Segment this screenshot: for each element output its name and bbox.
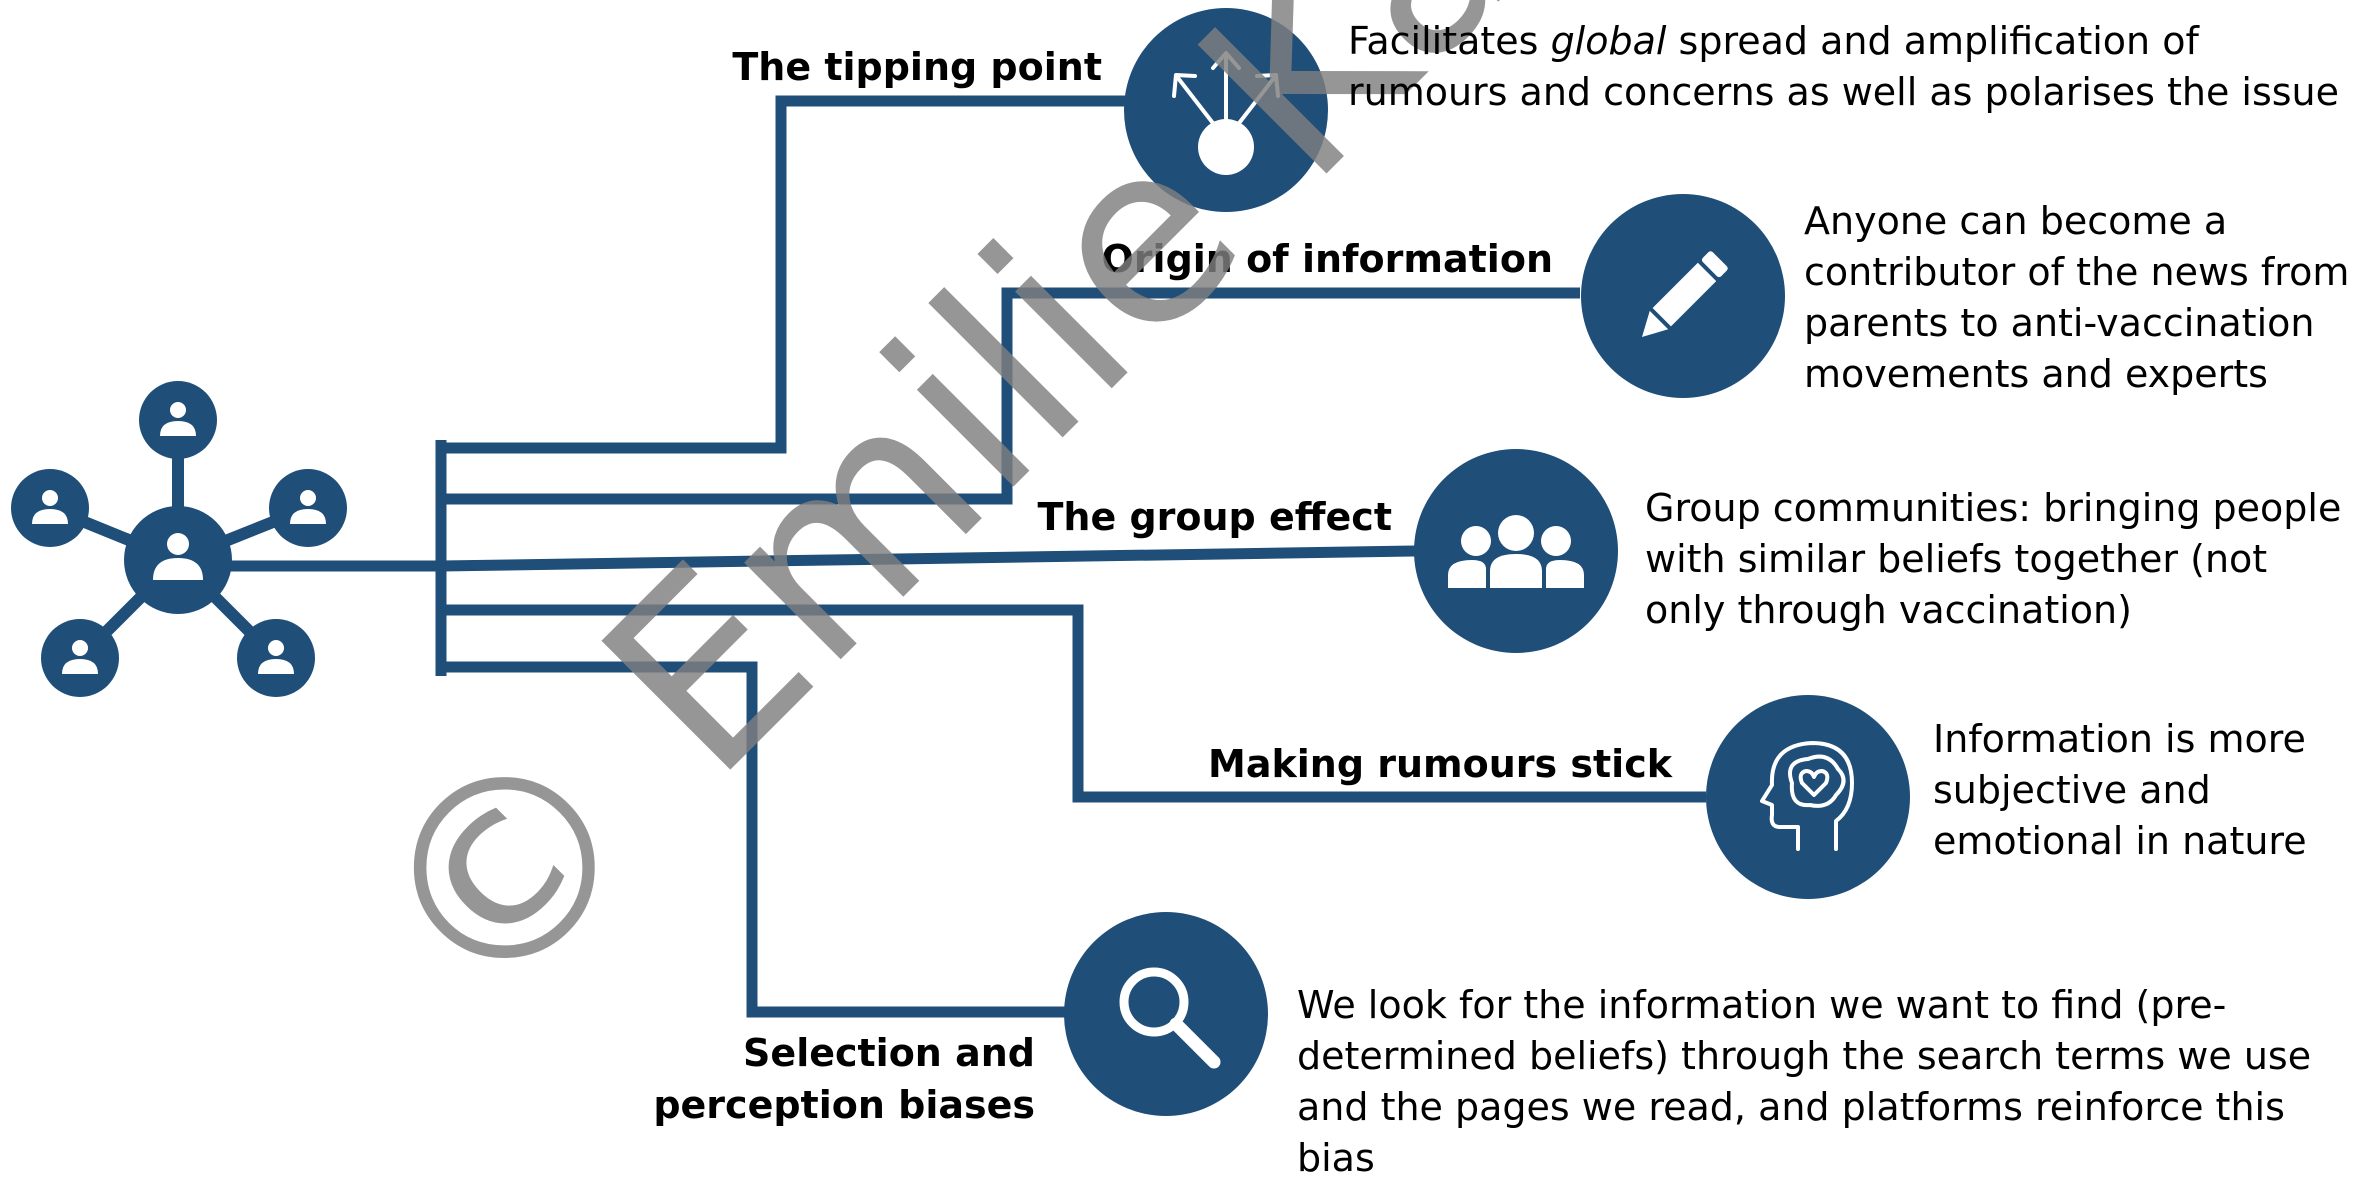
branch-title-selection-perception-biases: Selection and	[743, 1031, 1035, 1075]
connector-lines	[220, 95, 1706, 1018]
description-tipping-point: Facilitates global spread and amplificat…	[1348, 16, 2348, 118]
connector-origin-of-information	[441, 287, 1580, 505]
spread-arrows-icon	[1124, 8, 1328, 212]
connector-selection-perception-biases	[441, 661, 1065, 1018]
head-heart-brain-icon	[1706, 695, 1910, 899]
branch-title-selection-perception-biases-line-2: perception biases	[653, 1083, 1035, 1127]
pencil-icon	[1581, 194, 1785, 398]
connector-group-effect	[440, 545, 1416, 572]
people-network-icon	[11, 381, 347, 697]
magnifier-icon	[1064, 912, 1268, 1116]
group-icon	[1414, 449, 1618, 653]
description-text: Group communities: bringing people with …	[1645, 486, 2342, 632]
description-group-effect: Group communities: bringing people with …	[1645, 483, 2350, 636]
description-making-rumours-stick: Information is more subjective and emoti…	[1933, 714, 2353, 867]
description-text: Facilitates	[1348, 19, 1551, 63]
description-text: Information is more subjective and emoti…	[1933, 717, 2307, 863]
branch-title-origin-of-information: Origin of information	[1102, 237, 1554, 281]
connector-making-rumours-stick	[441, 604, 1706, 803]
branch-title-tipping-point: The tipping point	[732, 45, 1102, 89]
description-text: Anyone can become a contributor of the n…	[1804, 199, 2350, 396]
branch-title-group-effect: The group effect	[1037, 495, 1392, 539]
description-text: We look for the information we want to f…	[1297, 983, 2312, 1180]
connector-tipping-point	[441, 95, 1130, 454]
description-text: spread and amplification of rumours and …	[1348, 19, 2340, 114]
description-selection-perception-biases: We look for the information we want to f…	[1297, 980, 2352, 1184]
description-emphasis: global	[1550, 19, 1667, 63]
description-origin-of-information: Anyone can become a contributor of the n…	[1804, 196, 2354, 400]
branch-title-making-rumours-stick: Making rumours stick	[1208, 742, 1673, 786]
